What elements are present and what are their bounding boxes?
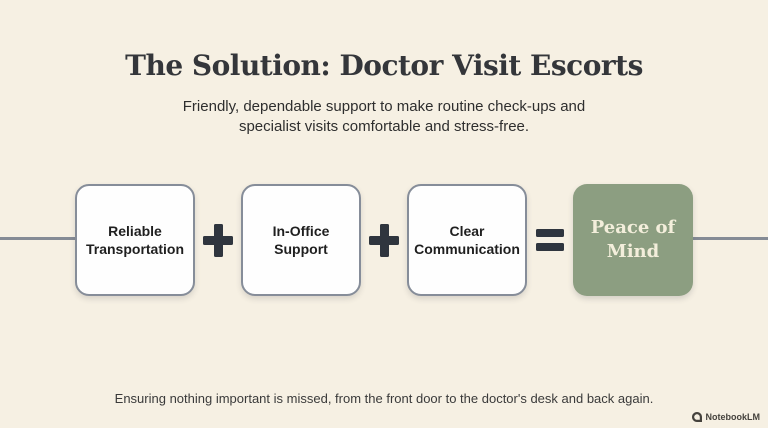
footer-note: Ensuring nothing important is missed, fr… bbox=[114, 391, 654, 406]
plus-icon bbox=[369, 223, 399, 257]
operator-slot: + bbox=[195, 184, 241, 296]
equation-box-label: Clear Communication bbox=[414, 222, 520, 257]
operator-slot: = bbox=[527, 184, 573, 296]
left-connector-line bbox=[0, 237, 80, 240]
operator-slot: + bbox=[361, 184, 407, 296]
equation-box-label: In-Office Support bbox=[272, 222, 330, 257]
equation-box-label: Reliable Transportation bbox=[85, 222, 184, 257]
equation-box-label: Peace of Mind bbox=[590, 216, 676, 262]
notebooklm-watermark: NotebookLM bbox=[691, 412, 761, 422]
right-connector-line bbox=[690, 237, 768, 240]
plus-icon bbox=[203, 223, 233, 257]
slide-title: The Solution: Doctor Visit Escorts bbox=[125, 48, 643, 82]
slide-subtitle: Friendly, dependable support to make rou… bbox=[182, 98, 586, 136]
equals-icon bbox=[536, 229, 564, 251]
equation-box-clear-communication: Clear Communication bbox=[407, 184, 527, 296]
equation-box-in-office-support: In-Office Support bbox=[241, 184, 361, 296]
equation-box-reliable-transportation: Reliable Transportation bbox=[75, 184, 195, 296]
equation-row: Reliable Transportation + In-Office Supp… bbox=[0, 184, 768, 296]
watermark-brand-label: NotebookLM bbox=[705, 412, 761, 422]
notebooklm-logo-icon bbox=[691, 412, 702, 422]
equation-box-peace-of-mind: Peace of Mind bbox=[573, 184, 693, 296]
